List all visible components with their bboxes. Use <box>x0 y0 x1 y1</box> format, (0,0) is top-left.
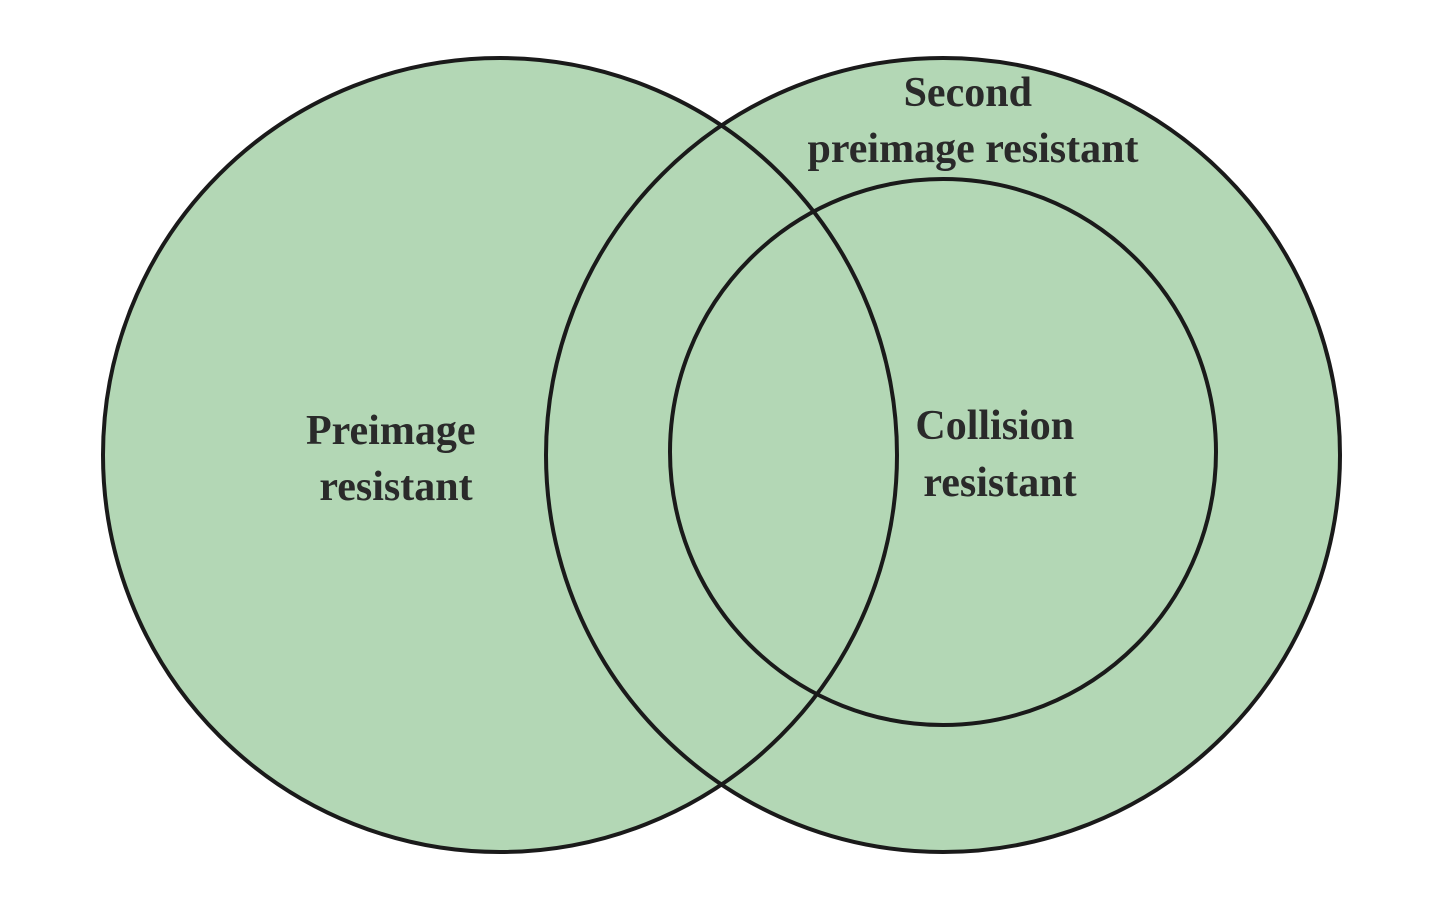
collision-label-line-2: resistant <box>923 460 1076 506</box>
collision-label-line-1: Collision <box>915 403 1074 449</box>
second-preimage-label-line-1: Second <box>904 70 1032 116</box>
preimage-resistant-label: Preimage resistant <box>306 408 486 510</box>
second-preimage-resistant-circle-fill <box>546 58 1340 852</box>
second-preimage-resistant-label: Second preimage resistant <box>808 70 1139 172</box>
preimage-label-line-2: resistant <box>319 464 472 510</box>
preimage-resistant-circle <box>101 56 899 854</box>
second-preimage-label-line-2: preimage resistant <box>808 126 1139 172</box>
preimage-label-line-1: Preimage <box>306 408 475 454</box>
collision-resistant-label: Collision resistant <box>915 403 1084 506</box>
collision-resistant-circle <box>668 177 1218 727</box>
second-preimage-resistant-circle <box>544 56 1342 854</box>
